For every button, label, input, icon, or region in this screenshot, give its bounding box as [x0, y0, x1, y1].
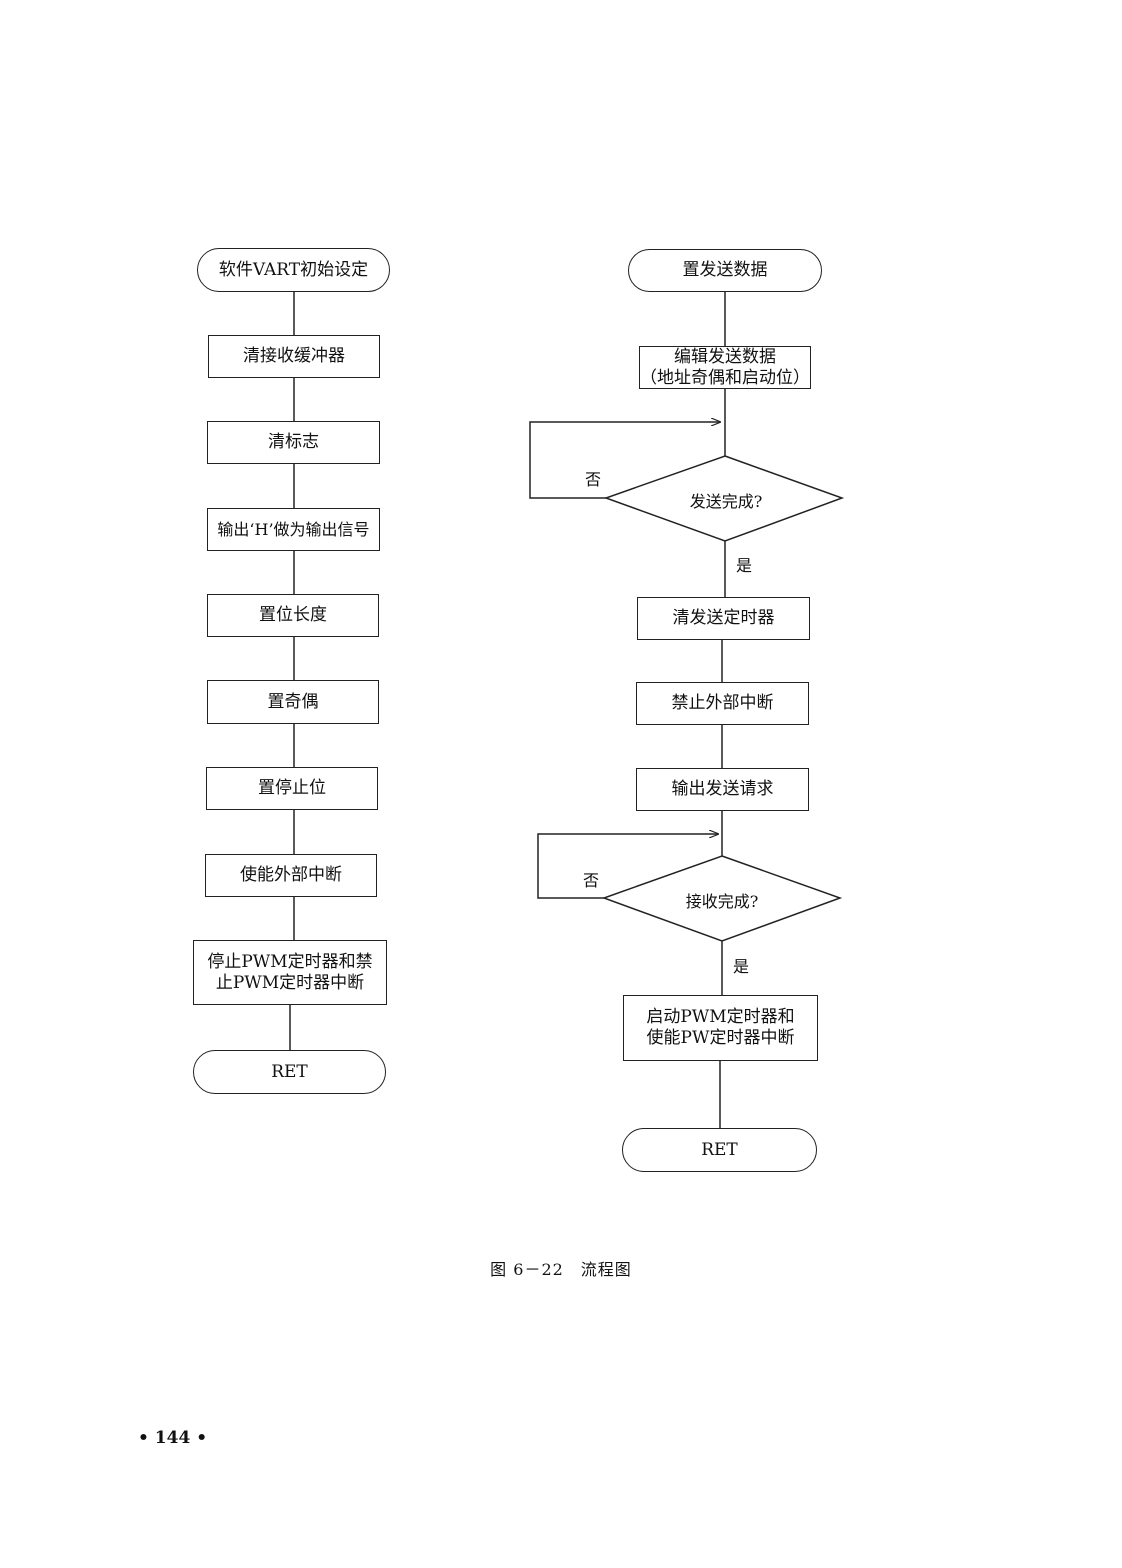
left-step-enable-ext-interrupt: 使能外部中断: [205, 854, 377, 897]
left-step-clear-receive-buffer: 清接收缓冲器: [208, 335, 380, 378]
left-step-output-h: 输出‘H’做为输出信号: [207, 508, 380, 551]
left-step-set-parity: 置奇偶: [207, 680, 379, 724]
right-step-disable-ext-interrupt: 禁止外部中断: [636, 682, 809, 725]
right-step-start-pwm-timer: 启动PWM定时器和 使能PW定时器中断: [623, 995, 818, 1061]
left-step-set-stop-bit: 置停止位: [206, 767, 378, 810]
right-end-terminal: RET: [622, 1128, 817, 1172]
left-start-terminal: 软件VART初始设定: [197, 248, 390, 292]
left-end-terminal: RET: [193, 1050, 386, 1094]
left-step-clear-flags: 清标志: [207, 421, 380, 464]
figure-caption: 图 6－22 流程图: [490, 1260, 632, 1279]
right-step-output-send-request: 输出发送请求: [636, 768, 809, 811]
label-yes-receive: 是: [733, 957, 750, 976]
decision-send-complete-label: 发送完成?: [689, 492, 763, 511]
decision-diamond-receive-complete: [601, 855, 843, 942]
label-no-receive: 否: [583, 871, 600, 890]
label-yes-send: 是: [736, 556, 753, 575]
label-no-send: 否: [585, 470, 602, 489]
decision-diamond-send-complete: [603, 455, 845, 542]
left-step-set-bit-length: 置位长度: [207, 594, 379, 637]
page-number: • 144 •: [138, 1428, 208, 1448]
loop-back-receive: [537, 834, 718, 899]
right-step-clear-send-timer: 清发送定时器: [637, 597, 810, 640]
left-step-stop-pwm-timer: 停止PWM定时器和禁 止PWM定时器中断: [193, 940, 387, 1005]
right-step-edit-send-data: 编辑发送数据 （地址奇偶和启动位）: [639, 346, 811, 389]
loop-back-send: [529, 422, 720, 499]
decision-receive-complete-label: 接收完成?: [685, 892, 759, 911]
right-start-terminal: 置发送数据: [628, 249, 822, 292]
